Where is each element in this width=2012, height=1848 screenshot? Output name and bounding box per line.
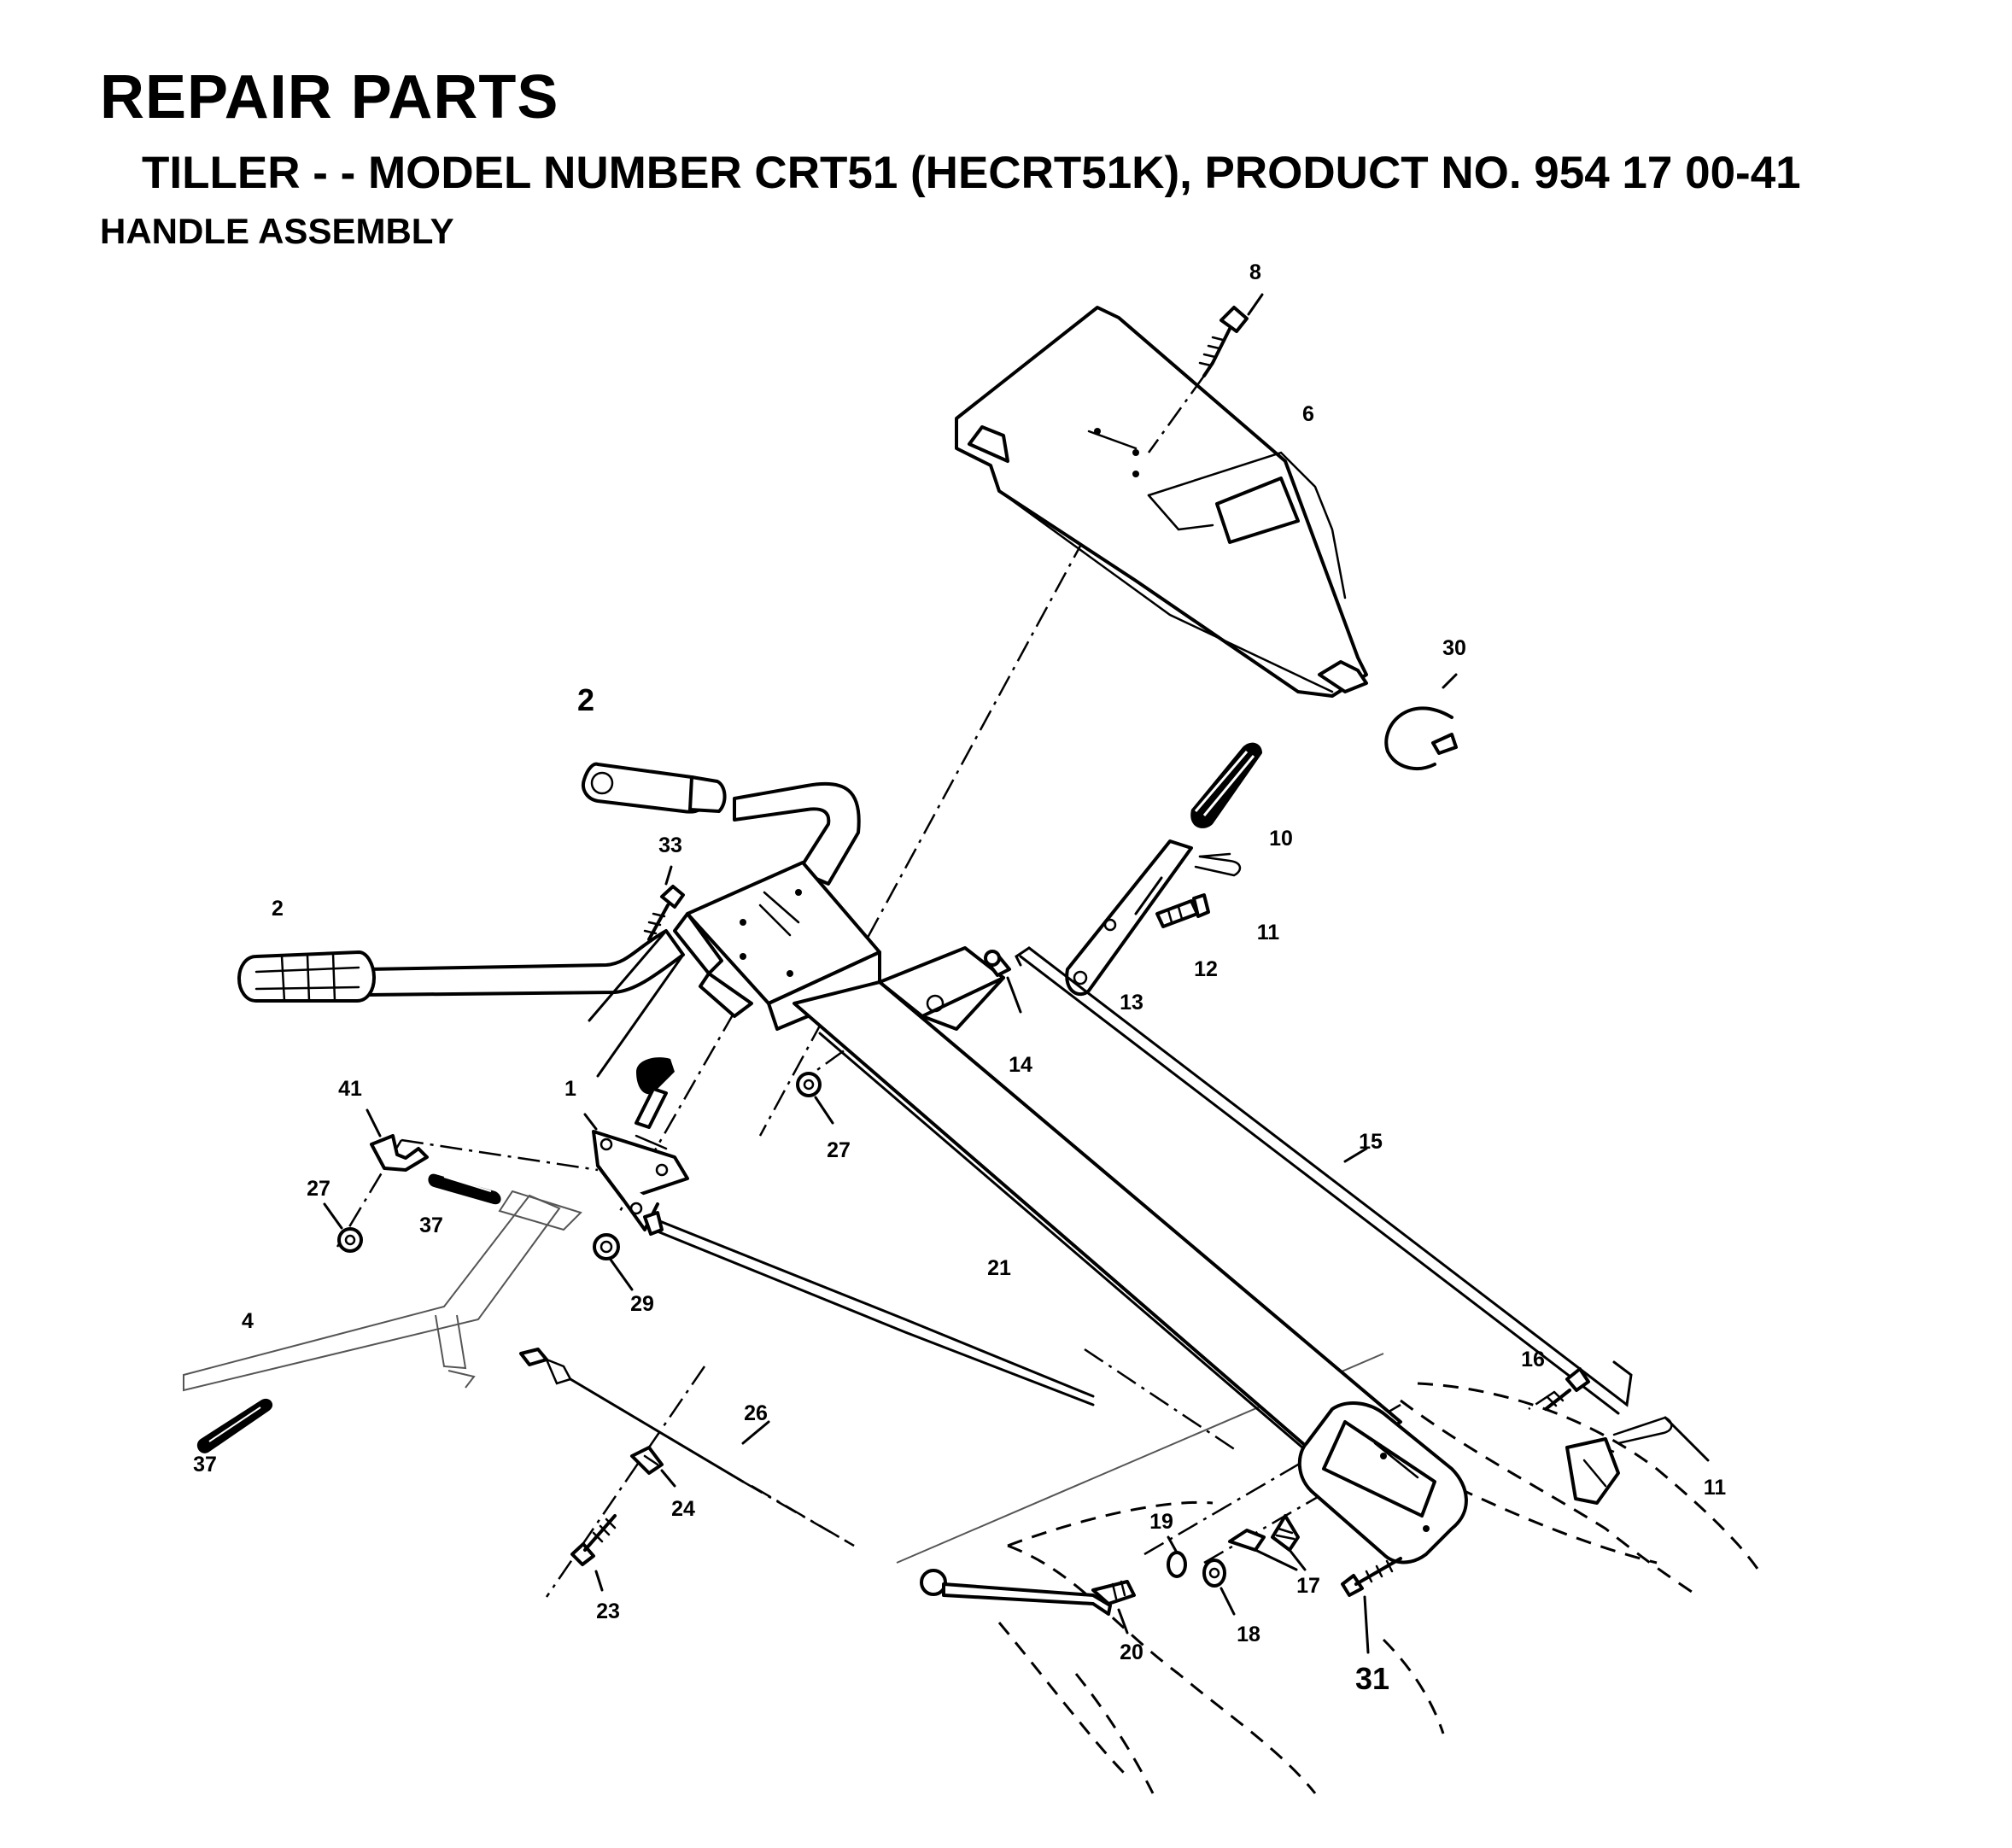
callout-16: 16 [1521, 1348, 1545, 1371]
lever-grip-part-10 [1190, 742, 1262, 828]
callout-21: 21 [987, 1256, 1011, 1280]
callout-2-upper: 2 [577, 682, 594, 717]
nut-part-29 [593, 1233, 634, 1291]
callout-10: 10 [1269, 827, 1293, 851]
spacer-part-14 [984, 950, 1022, 1014]
bolt-part-33 [643, 865, 685, 941]
model-subtitle: TILLER - - MODEL NUMBER CRT51 (HECRT51K)… [142, 148, 1801, 198]
callout-20: 20 [1120, 1640, 1143, 1664]
shift-rod-part-15 [1015, 946, 1633, 1415]
frame-part-4 [183, 1190, 582, 1392]
callout-12: 12 [1194, 957, 1218, 981]
upper-handlebar [582, 762, 861, 886]
callout-41: 41 [338, 1077, 362, 1101]
callout-6: 6 [1302, 402, 1314, 426]
callout-labels: 8 6 30 2 10 33 11 2 12 13 14 1 41 27 15 … [193, 260, 1726, 1696]
cable-clamp-part-24 [630, 1446, 676, 1488]
console-panel-part-6 [955, 306, 1368, 698]
nut-part-27-left [323, 1202, 363, 1253]
ring-part-30 [1384, 673, 1458, 770]
screw-part-8 [1147, 293, 1264, 453]
control-cable [643, 1211, 1095, 1406]
callout-27-left: 27 [307, 1177, 330, 1201]
lower-handlebar [237, 929, 685, 1078]
callout-1: 1 [564, 1077, 576, 1101]
handle-tube-part-21 [793, 946, 1468, 1564]
callout-29: 29 [630, 1292, 654, 1316]
callout-23: 23 [596, 1599, 620, 1623]
callout-13: 13 [1120, 991, 1143, 1015]
callout-27-center: 27 [827, 1138, 851, 1162]
callout-18: 18 [1237, 1623, 1260, 1646]
callout-37-upper: 37 [419, 1213, 443, 1237]
washer-part-19 [1167, 1535, 1187, 1578]
cable-clip-part-41 [366, 1108, 429, 1172]
height-lever-part-20 [920, 1569, 1136, 1635]
callout-14: 14 [1009, 1053, 1032, 1077]
screw-part-23 [570, 1514, 617, 1592]
callout-4: 4 [242, 1309, 254, 1333]
page-title: REPAIR PARTS [100, 63, 559, 132]
callout-15: 15 [1359, 1130, 1383, 1154]
callout-31: 31 [1355, 1661, 1389, 1696]
callout-8: 8 [1249, 260, 1261, 284]
section-title: HANDLE ASSEMBLY [100, 211, 454, 251]
bolt-part-31 [1341, 1557, 1402, 1654]
callout-33: 33 [658, 833, 682, 857]
callout-26: 26 [744, 1401, 768, 1425]
callout-11-lower: 11 [1704, 1476, 1727, 1500]
bolt-part-16 [1544, 1367, 1590, 1411]
control-lever-part-1 [583, 1057, 689, 1231]
cable-part-26 [519, 1348, 855, 1547]
callout-30: 30 [1442, 636, 1466, 660]
callout-17: 17 [1296, 1574, 1320, 1598]
handle-mount-bracket [673, 861, 881, 1031]
callout-2-lower: 2 [272, 897, 284, 921]
callout-19: 19 [1149, 1510, 1173, 1534]
callout-37-lower: 37 [193, 1453, 217, 1477]
rod-bracket [1565, 1437, 1620, 1505]
nut-part-18 [1202, 1559, 1236, 1616]
roll-pin-part-37-lower [196, 1398, 273, 1453]
hair-pin-part-11-lower [1612, 1416, 1710, 1462]
callout-11-upper: 11 [1257, 921, 1280, 944]
roll-pin-part-37-upper [428, 1173, 501, 1205]
lockwasher-part-17 [1228, 1514, 1307, 1571]
pin-part-12 [1155, 893, 1210, 928]
hair-pin-part-11-upper [1194, 852, 1242, 877]
nut-part-27-center [796, 1072, 834, 1125]
callout-24: 24 [671, 1497, 695, 1521]
